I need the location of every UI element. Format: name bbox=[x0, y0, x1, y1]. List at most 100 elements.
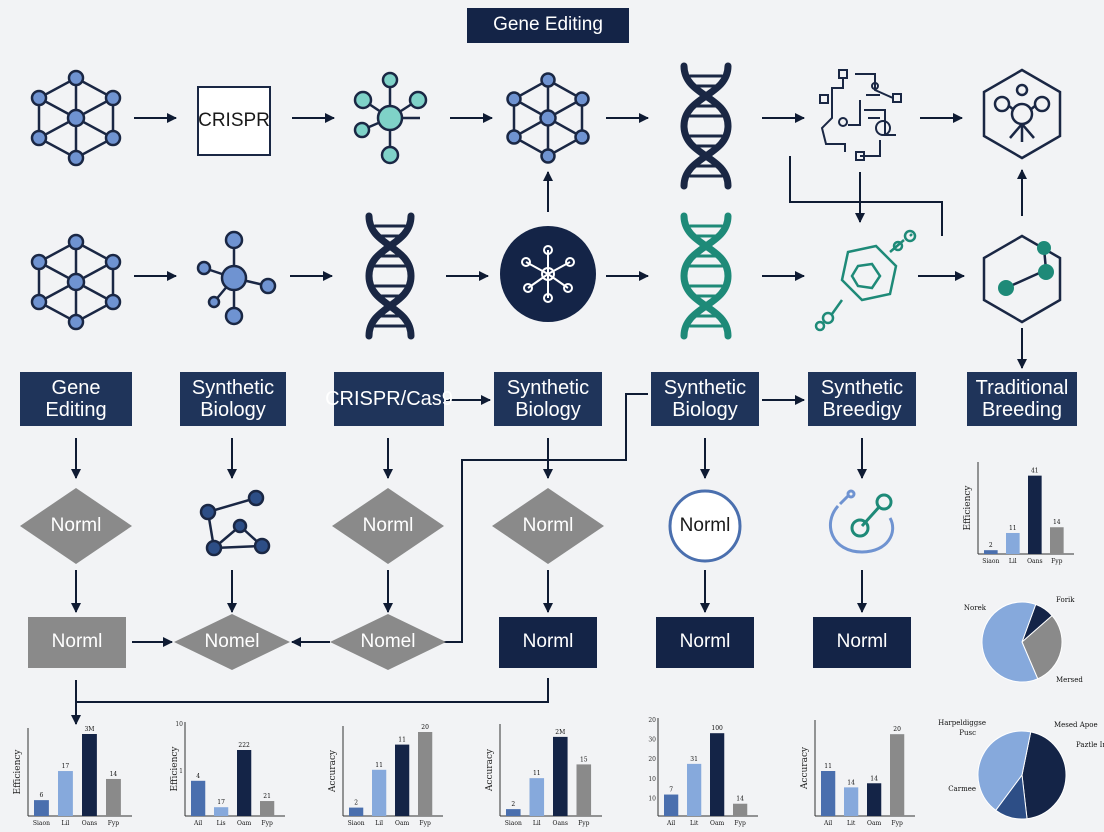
hexagon-molecule-icon bbox=[984, 70, 1060, 158]
molecule-icon bbox=[198, 232, 275, 324]
bar-mark bbox=[890, 734, 904, 816]
data-label: 6 bbox=[40, 792, 44, 799]
diamond-label-2: Nomel bbox=[338, 624, 438, 660]
bar-mark bbox=[733, 804, 747, 816]
category-label: Oans bbox=[82, 820, 97, 827]
category-label: Lis bbox=[217, 820, 226, 827]
bar-mark bbox=[260, 801, 274, 816]
data-label: 20 bbox=[893, 726, 901, 733]
header-crispr-cas9: CRISPR/Cas9 bbox=[334, 372, 444, 426]
network-hexagon-icon bbox=[32, 235, 120, 329]
tick-label: 10 bbox=[175, 721, 183, 728]
dark-process-box-1: Norml bbox=[499, 617, 597, 668]
data-label: 14 bbox=[870, 775, 878, 782]
data-label: 14 bbox=[110, 771, 118, 778]
connector-line bbox=[76, 678, 548, 702]
pie-label: Pusc bbox=[959, 729, 976, 737]
data-label: 31 bbox=[690, 756, 698, 763]
category-label: Fyp bbox=[419, 820, 431, 827]
bar-mark bbox=[214, 807, 228, 816]
category-label: Siaon bbox=[982, 558, 999, 565]
data-label: 2M bbox=[555, 729, 565, 736]
bar-mark bbox=[34, 800, 49, 816]
category-label: Lil bbox=[533, 820, 541, 827]
pie-label: Carmee bbox=[948, 785, 976, 793]
data-label: 14 bbox=[736, 796, 744, 803]
pie-label: Forik bbox=[1056, 596, 1075, 604]
dna-helix-icon bbox=[684, 66, 728, 186]
axis-label: Efficiency bbox=[963, 485, 973, 531]
data-label: 222 bbox=[238, 742, 250, 749]
decision-label-3: Norml bbox=[492, 508, 604, 544]
category-label: Fyp bbox=[891, 820, 903, 827]
category-label: Fyp bbox=[108, 820, 120, 827]
category-label: Lil bbox=[62, 820, 70, 827]
tick-label: 10 bbox=[648, 776, 656, 783]
dark-process-box-2: Norml bbox=[656, 617, 754, 668]
pie-label: Paztle Inch bbox=[1076, 741, 1104, 749]
header-gene-editing: Gene Editing bbox=[20, 372, 132, 426]
connector-line bbox=[790, 156, 942, 236]
hexagon-teal-nodes-icon bbox=[984, 236, 1060, 322]
data-label: 20 bbox=[421, 724, 429, 731]
data-label: 14 bbox=[847, 779, 855, 786]
data-label: 4 bbox=[196, 773, 200, 780]
category-label: Ail bbox=[666, 820, 675, 827]
data-label: 100 bbox=[711, 725, 723, 732]
axis-label: Accuracy bbox=[485, 748, 495, 792]
bar-mark bbox=[821, 771, 835, 816]
data-label: 41 bbox=[1031, 468, 1039, 475]
axis-label: Accuracy bbox=[800, 746, 810, 790]
molecule-icon bbox=[355, 73, 426, 163]
down-arrows bbox=[76, 570, 862, 612]
bar-mark bbox=[530, 778, 545, 816]
data-label: 7 bbox=[669, 787, 673, 794]
data-label: 11 bbox=[824, 763, 832, 770]
category-label: Fyp bbox=[261, 820, 273, 827]
decision-label-1: Norml bbox=[20, 508, 132, 544]
dark-process-box-3: Norml bbox=[813, 617, 911, 668]
axis-label: Efficiency bbox=[13, 749, 23, 795]
network-hexagon-icon bbox=[32, 71, 120, 165]
bar-mark bbox=[687, 764, 701, 816]
category-label: Oam bbox=[867, 820, 881, 827]
bar-mark bbox=[710, 733, 724, 816]
bar-mark bbox=[372, 770, 386, 816]
bar-mark bbox=[506, 809, 521, 816]
data-label: 2 bbox=[989, 542, 993, 549]
tick-label: 20 bbox=[648, 756, 656, 763]
data-label: 17 bbox=[62, 763, 70, 770]
data-label: 11 bbox=[398, 737, 406, 744]
bar-mark bbox=[664, 795, 678, 816]
bar-mark bbox=[349, 808, 363, 816]
bar-mark bbox=[867, 783, 881, 816]
data-label: 11 bbox=[1009, 525, 1017, 532]
bar-mark bbox=[1006, 533, 1020, 554]
bar-mark bbox=[58, 771, 73, 816]
crispr-box: CRISPR bbox=[197, 86, 271, 156]
page-title: Gene Editing bbox=[467, 8, 629, 43]
data-label: 17 bbox=[217, 799, 225, 806]
category-label: Lil bbox=[375, 820, 383, 827]
dna-helix-teal-icon bbox=[684, 216, 728, 336]
data-label: 15 bbox=[580, 756, 588, 763]
bar-mark bbox=[82, 734, 97, 816]
header-synthetic-biology-1: Synthetic Biology bbox=[180, 372, 286, 426]
network-node-icon bbox=[500, 226, 596, 322]
header-traditional-breeding: Traditional Breeding bbox=[967, 372, 1077, 426]
tick-label: 1 bbox=[179, 768, 183, 775]
pie-label: Norek bbox=[964, 604, 987, 612]
pie-label: Mersed bbox=[1056, 676, 1083, 684]
tick-label: 20 bbox=[648, 717, 656, 724]
down-arrows bbox=[76, 438, 862, 478]
diamond-label-1: Nomel bbox=[182, 624, 282, 660]
data-label: 21 bbox=[263, 793, 271, 800]
category-label: Oam bbox=[237, 820, 251, 827]
dna-helix-icon bbox=[369, 216, 411, 336]
category-label: Lit bbox=[690, 820, 699, 827]
category-label: Fyp bbox=[578, 820, 590, 827]
connector-nodes-icon bbox=[830, 491, 892, 552]
network-hexagon-icon bbox=[508, 74, 589, 163]
bar-mark bbox=[844, 787, 858, 816]
data-label: 2 bbox=[511, 801, 515, 808]
